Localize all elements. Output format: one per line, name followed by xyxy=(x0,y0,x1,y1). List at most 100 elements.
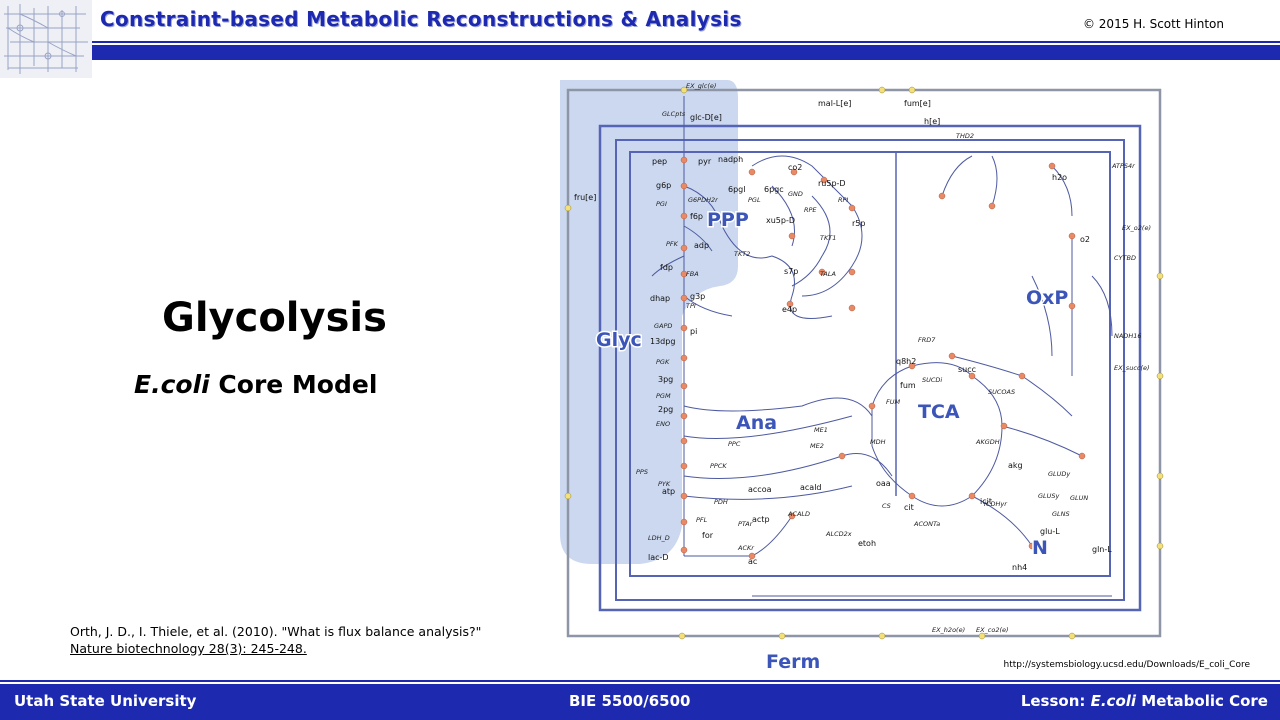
region-label-glyc: Glyc xyxy=(596,329,642,351)
rxn-ex-glc: EX_glc(e) xyxy=(686,82,716,90)
label-icit: icit xyxy=(980,497,992,506)
rxn-sucdi: SUCDi xyxy=(922,376,942,384)
label-2pg: 2pg xyxy=(658,405,673,414)
label-lac: lac-D xyxy=(648,553,669,562)
label-acald: acald xyxy=(800,483,822,492)
label-ac: ac xyxy=(748,557,757,566)
rxn-cs: CS xyxy=(882,502,891,510)
rxn-fba: FBA xyxy=(686,270,699,278)
rxn-glun: GLUN xyxy=(1070,494,1088,502)
label-gln: gln-L xyxy=(1092,545,1112,554)
rxn-glcpts: GLCpts xyxy=(662,110,686,118)
label-pep: pep xyxy=(652,157,667,166)
slide-title: Constraint-based Metabolic Reconstructio… xyxy=(100,7,742,31)
label-q8h2: q8h2 xyxy=(896,357,916,366)
rxn-ldh: LDH_D xyxy=(648,534,670,542)
footer-lesson-suffix: Metabolic Core xyxy=(1136,692,1268,710)
label-nh4: nh4 xyxy=(1012,563,1027,572)
rxn-ex-h2o: EX_h2o(e) xyxy=(932,626,965,634)
label-ru5p: ru5p-D xyxy=(818,179,846,188)
label-fum-e: fum[e] xyxy=(904,99,931,108)
label-f6p: f6p xyxy=(690,212,703,221)
citation-journal: Nature biotechnology xyxy=(70,641,205,656)
ecoli-core-metabolic-map: glc-D[e] pep pyr g6p fru[e] f6p fdp dhap… xyxy=(560,80,1164,675)
rxn-tkt2: TKT2 xyxy=(734,250,750,258)
region-label-ana: Ana xyxy=(736,412,777,434)
footer-lesson-organism: E.coli xyxy=(1090,692,1137,710)
rxn-ptar: PTAr xyxy=(738,520,754,528)
rxn-acontа: ACONTa xyxy=(913,520,940,528)
rxn-akgdh: AKGDH xyxy=(975,438,1000,446)
rxn-ex-co2: EX_co2(e) xyxy=(976,626,1009,634)
label-h-e: h[e] xyxy=(924,117,940,126)
citation: Orth, J. D., I. Thiele, et al. (2010). "… xyxy=(70,623,510,657)
label-akg: akg xyxy=(1008,461,1023,470)
label-actp: actp xyxy=(752,515,770,524)
rxn-me2: ME2 xyxy=(810,442,824,450)
slide-header: Constraint-based Metabolic Reconstructio… xyxy=(0,0,1280,78)
rxn-pdh: PDH xyxy=(714,498,728,506)
rxn-pfk: PFK xyxy=(666,240,679,248)
rxn-ppc: PPC xyxy=(728,440,741,448)
rxn-glusy: GLUSy xyxy=(1038,492,1060,500)
source-url[interactable]: http://systemsbiology.ucsd.edu/Downloads… xyxy=(1003,660,1250,670)
page-subtitle: E.coli Core Model xyxy=(134,370,377,399)
label-r5p: r5p xyxy=(852,219,865,228)
metabolite-label-group: glc-D[e] pep pyr g6p fru[e] f6p fdp dhap… xyxy=(574,99,1112,572)
rxn-mdh: MDH xyxy=(870,438,886,446)
rxn-ex-o2: EX_o2(e) xyxy=(1122,224,1151,232)
rxn-pgi: PGI xyxy=(656,200,667,208)
rxn-pgk: PGK xyxy=(656,358,670,366)
subtitle-organism: E.coli xyxy=(134,370,210,399)
label-oaa: oaa xyxy=(876,479,891,488)
footer-lesson: Lesson: E.coli Metabolic Core xyxy=(1021,692,1268,710)
page-title: Glycolysis xyxy=(162,295,387,341)
region-label-ppp: PPP xyxy=(707,209,749,231)
rxn-pps: PPS xyxy=(636,468,648,476)
label-g6p: g6p xyxy=(656,181,671,190)
rxn-ex-succ: EX_succ(e) xyxy=(1114,364,1150,372)
metabolic-network-logo xyxy=(0,0,92,78)
label-dhap: dhap xyxy=(650,294,670,303)
label-o2: o2 xyxy=(1080,235,1090,244)
copyright-notice: © 2015 H. Scott Hinton xyxy=(1082,17,1224,31)
rxn-tpi: TPI xyxy=(686,302,696,310)
label-pi: pi xyxy=(690,327,697,336)
label-glu: glu-L xyxy=(1040,527,1060,536)
rxn-icdhyr: ICDHyr xyxy=(984,500,1008,508)
region-label-oxp: OxP xyxy=(1026,287,1068,309)
citation-text: Orth, J. D., I. Thiele, et al. (2010). "… xyxy=(70,624,482,639)
rxn-alcd2x: ALCD2x xyxy=(825,530,852,538)
region-label-n: N xyxy=(1032,537,1048,559)
label-xu5p: xu5p-D xyxy=(766,216,795,225)
rxn-gapd: GAPD xyxy=(654,322,672,330)
label-atp: atp xyxy=(662,487,675,496)
rxn-pgm: PGM xyxy=(656,392,671,400)
label-fru: fru[e] xyxy=(574,193,596,202)
rxn-pgl: PGL xyxy=(748,196,761,204)
label-fdp: fdp xyxy=(660,263,673,272)
region-label-tca: TCA xyxy=(918,401,960,423)
exchange-nodes xyxy=(564,86,1164,640)
label-etoh: etoh xyxy=(858,539,876,548)
rxn-tala: TALA xyxy=(820,270,836,278)
rxn-gnd: GND xyxy=(788,190,803,198)
label-pyr: pyr xyxy=(698,157,712,166)
region-label-ferm: Ferm xyxy=(766,651,820,673)
label-h2o: h2o xyxy=(1052,173,1067,182)
label-s7p: s7p xyxy=(784,267,798,276)
header-rule xyxy=(92,41,1280,43)
rxn-eno: ENO xyxy=(656,420,670,428)
rxn-me1: ME1 xyxy=(814,426,828,434)
label-nadph: nadph xyxy=(718,155,743,164)
label-accoa: accoa xyxy=(748,485,772,494)
citation-volume: 28(3): 245-248. xyxy=(204,641,307,656)
header-bar xyxy=(92,45,1280,60)
label-mal-e: mal-L[e] xyxy=(818,99,851,108)
metabolite-nodes xyxy=(680,156,1086,560)
label-fum: fum xyxy=(900,381,916,390)
label-co2: co2 xyxy=(788,163,802,172)
rxn-rpe: RPE xyxy=(804,206,817,214)
rxn-gludy: GLUDy xyxy=(1048,470,1070,478)
label-cit: cit xyxy=(904,503,914,512)
